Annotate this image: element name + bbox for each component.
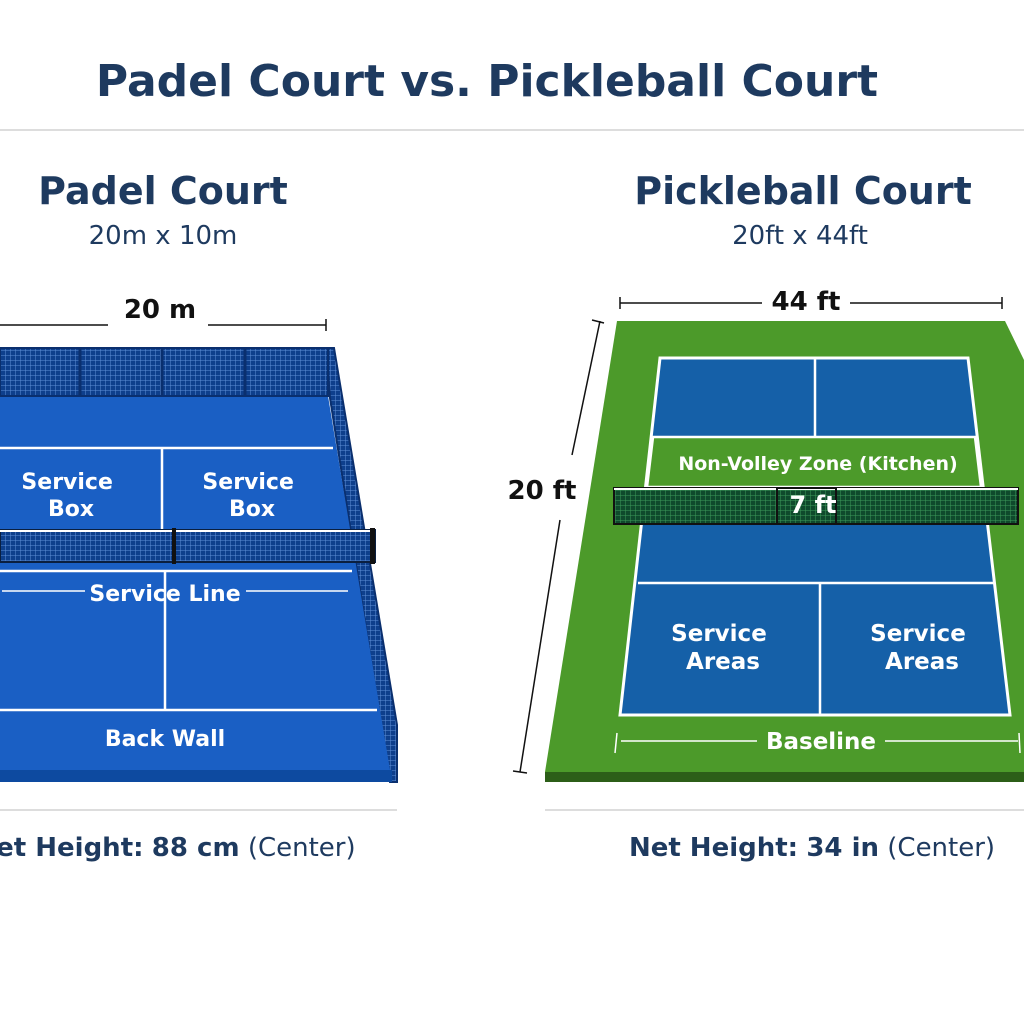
baseline-label: Baseline bbox=[766, 729, 876, 755]
pickleball-net-height: Net Height: 34 in (Center) bbox=[629, 833, 995, 863]
net-7ft-label: 7 ft bbox=[790, 491, 837, 519]
padel-side-wall bbox=[324, 347, 398, 783]
pickleball-width-label: 44 ft bbox=[772, 287, 841, 317]
pickleball-section: Pickleball Court 20ft x 44ft 44 ft 20 ft bbox=[508, 169, 1024, 863]
baseline-arrow bbox=[614, 732, 1021, 754]
pickleball-court: 7 ft Non-Volley Zone (Kitchen) Service A… bbox=[545, 321, 1024, 782]
service-box-left-label: Service Box bbox=[21, 470, 120, 522]
pickleball-width-dimension bbox=[619, 297, 1003, 309]
padel-section: Padel Court 20m x 10m 20 m bbox=[0, 169, 398, 863]
service-area-left-label: Service Areas bbox=[671, 621, 775, 675]
pickleball-length-dimension bbox=[512, 319, 605, 774]
padel-width-label: 20 m bbox=[124, 295, 196, 325]
padel-width-dimension: 20 m bbox=[0, 295, 327, 331]
padel-back-glass bbox=[0, 347, 329, 397]
service-area-right-label: Service Areas bbox=[870, 621, 974, 675]
padel-net bbox=[0, 529, 376, 563]
back-wall-label: Back Wall bbox=[105, 727, 225, 752]
padel-heading: Padel Court bbox=[38, 169, 288, 213]
pickleball-heading: Pickleball Court bbox=[634, 169, 972, 213]
kitchen-label: Non-Volley Zone (Kitchen) bbox=[678, 453, 957, 475]
service-box-right-label: Service Box bbox=[202, 470, 301, 522]
page-title: Padel Court vs. Pickleball Court bbox=[96, 56, 878, 107]
padel-dimensions: 20m x 10m bbox=[89, 221, 238, 251]
padel-net-height: Net Height: 88 cm (Center) bbox=[0, 833, 356, 863]
pickleball-length-label: 20 ft bbox=[508, 476, 577, 506]
padel-court: Service Box Service Box Service Line Bac… bbox=[0, 347, 398, 783]
padel-floor bbox=[0, 396, 390, 770]
pickleball-dimensions: 20ft x 44ft bbox=[732, 221, 868, 251]
service-line-label: Service Line bbox=[89, 582, 240, 607]
